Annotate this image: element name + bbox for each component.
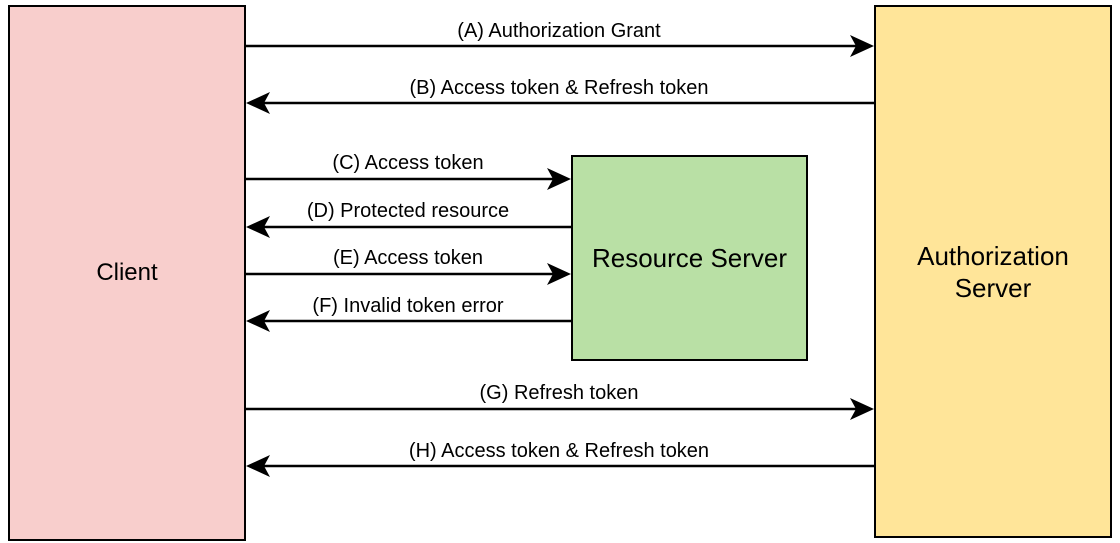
flow-label-h: (H) Access token & Refresh token	[406, 440, 712, 462]
flow-label-g: (G) Refresh token	[477, 382, 641, 404]
flow-label-c: (C) Access token	[330, 152, 486, 174]
arrow-d	[246, 216, 571, 238]
authorization-server-node: Authorization Server	[874, 5, 1112, 538]
arrow-h	[246, 455, 874, 477]
resource-server-label: Resource Server	[591, 242, 788, 273]
flow-label-e: (E) Access token	[330, 247, 486, 269]
client-label: Client	[96, 259, 158, 286]
authorization-server-label-line2: Server	[954, 272, 1032, 303]
client-node: Client	[8, 5, 246, 541]
flow-label-a: (A) Authorization Grant	[455, 20, 663, 42]
arrow-a	[246, 35, 874, 57]
arrow-b	[246, 92, 874, 114]
arrow-g	[246, 398, 874, 420]
arrow-f	[246, 310, 571, 332]
arrow-c	[246, 168, 571, 190]
resource-server-node: Resource Server	[571, 155, 808, 361]
flow-label-d: (D) Protected resource	[304, 200, 512, 222]
flow-label-f: (F) Invalid token error	[310, 295, 506, 317]
flow-label-b: (B) Access token & Refresh token	[407, 77, 711, 99]
authorization-server-label-line1: Authorization	[917, 240, 1069, 271]
arrow-e	[246, 263, 571, 285]
